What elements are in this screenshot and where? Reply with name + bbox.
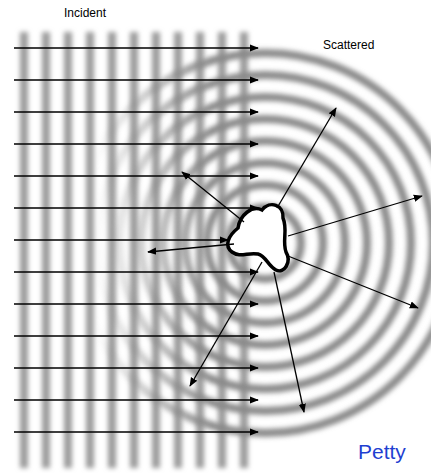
scatterer <box>228 205 288 271</box>
scattered-wavefronts <box>95 53 431 433</box>
incident-rays <box>14 48 258 432</box>
source-credit: Petty <box>358 440 406 464</box>
incident-label: Incident <box>64 6 106 20</box>
scattered-rays <box>148 108 422 412</box>
scattered-label: Scattered <box>323 38 374 52</box>
